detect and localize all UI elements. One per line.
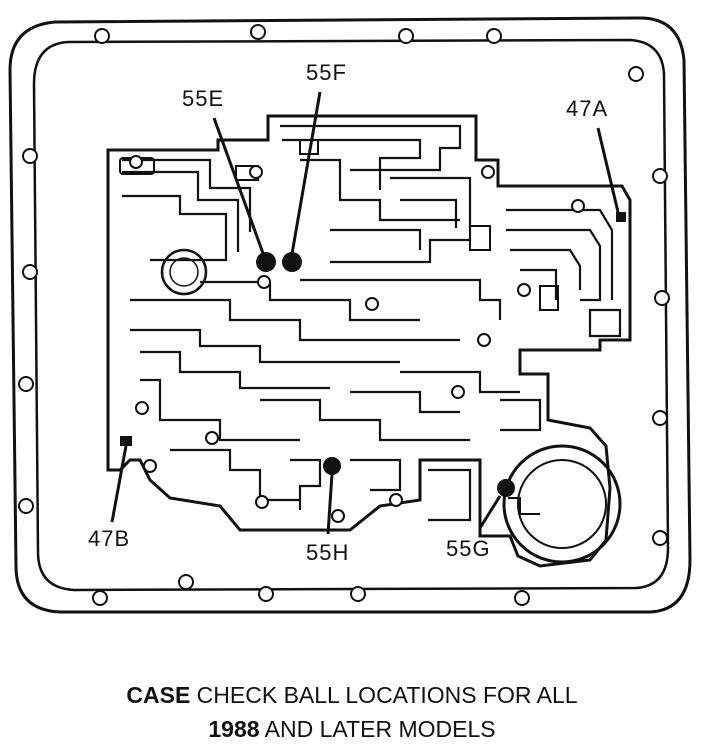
bolt-hole-icon	[22, 148, 38, 164]
check-ball-icon	[256, 252, 276, 272]
bolt-hole-icon	[481, 165, 495, 179]
figure-caption-line-1: CASE CHECK BALL LOCATIONS FOR ALL	[0, 678, 704, 712]
internal-holes	[129, 155, 585, 523]
bolt-hole-icon	[652, 168, 668, 184]
passage-channel	[520, 268, 558, 300]
passage-channel	[300, 158, 460, 222]
servo-bore-inner	[517, 459, 607, 549]
passage-channel	[140, 378, 300, 442]
callout-55f: 55F	[306, 60, 347, 85]
bolt-hole-icon	[389, 493, 403, 507]
passage-channel	[122, 170, 240, 252]
passage-channel	[130, 298, 460, 342]
bolt-hole-icon	[94, 28, 110, 44]
bolt-hole-icon	[92, 590, 108, 606]
caption-bold-year: 1988	[208, 716, 260, 742]
bolt-hole-icon	[451, 385, 465, 399]
bolt-hole-icon	[178, 574, 194, 590]
bolt-hole-icon	[331, 509, 345, 523]
bolt-hole-icon	[398, 28, 414, 44]
check-ball-icon	[616, 212, 626, 222]
bolt-hole-icon	[255, 495, 269, 509]
bolt-hole-icon	[477, 333, 491, 347]
passage-channel	[400, 370, 520, 394]
caption-bold-word: CASE	[126, 682, 191, 708]
passage-channel	[506, 208, 614, 300]
bolt-hole-icon	[652, 410, 668, 426]
bolt-hole-icon	[22, 264, 38, 280]
valve-body-case-diagram: 55E 55F 47A 47B 55H 55G	[8, 16, 692, 614]
bolt-hole-icon	[654, 290, 670, 306]
bolt-hole-icon	[143, 459, 157, 473]
bolt-hole-icon	[258, 586, 274, 602]
bolt-hole-icon	[257, 275, 271, 289]
accumulator-bore	[160, 248, 208, 296]
bolt-hole-icon	[571, 199, 585, 213]
passage-channel	[122, 194, 228, 262]
passage-channels	[122, 124, 622, 522]
bolt-hole-icon	[205, 431, 219, 445]
passage-channel	[200, 280, 420, 322]
passage-channel	[130, 328, 400, 364]
check-ball-icon	[120, 436, 132, 446]
passage-channel	[330, 176, 472, 264]
passage-channel	[280, 124, 462, 172]
bolt-hole-icon	[514, 590, 530, 606]
pan-inner-outline	[32, 38, 670, 592]
passage-channel	[170, 448, 300, 502]
bolt-hole-icon	[18, 498, 34, 514]
passage-channel	[500, 398, 542, 432]
bolt-hole-icon	[129, 155, 143, 169]
check-ball-icon	[323, 457, 341, 475]
leader-lines	[110, 91, 620, 535]
passage-channel	[290, 458, 322, 510]
passage-channel	[350, 390, 460, 414]
bolt-holes	[18, 24, 670, 606]
passage-channel	[400, 198, 458, 228]
passage-channel	[122, 158, 252, 232]
check-balls	[120, 212, 626, 497]
passage-channel	[282, 138, 422, 190]
accumulator-bore-inner	[169, 257, 199, 287]
servo-bore-outer	[502, 444, 622, 564]
bolt-hole-icon	[517, 283, 531, 297]
passage-channel	[260, 398, 470, 442]
passage-channel	[330, 228, 422, 250]
bolt-hole-icon	[365, 297, 379, 311]
callout-55h: 55H	[306, 540, 349, 565]
valve-body-outline	[106, 114, 632, 568]
bolt-hole-icon	[652, 530, 668, 546]
bolt-hole-icon	[250, 24, 266, 40]
passage-channel	[140, 350, 330, 390]
caption-text: AND LATER MODELS	[259, 716, 496, 742]
figure-caption-line-2: 1988 AND LATER MODELS	[0, 712, 704, 746]
passage-channel	[428, 468, 472, 522]
passage-channel	[588, 308, 622, 338]
bolt-hole-icon	[350, 586, 366, 602]
passage-channel	[350, 458, 402, 492]
callout-47a: 47A	[566, 96, 608, 121]
check-ball-icon	[282, 252, 302, 272]
caption-text: CHECK BALL LOCATIONS FOR ALL	[190, 682, 578, 708]
passage-channel	[506, 228, 602, 302]
servo-notch	[508, 497, 540, 515]
bolt-hole-icon	[135, 401, 149, 415]
callout-55g: 55G	[446, 536, 491, 561]
check-ball-icon	[497, 479, 515, 497]
bolt-hole-icon	[486, 28, 502, 44]
bolt-hole-icon	[249, 165, 263, 179]
pan-outer-outline	[8, 16, 692, 614]
callout-47b: 47B	[88, 526, 130, 551]
callout-55e: 55E	[182, 86, 224, 111]
bolt-hole-icon	[628, 66, 644, 82]
passage-channel	[300, 278, 502, 320]
bolt-hole-icon	[18, 376, 34, 392]
passage-channel	[510, 248, 582, 290]
